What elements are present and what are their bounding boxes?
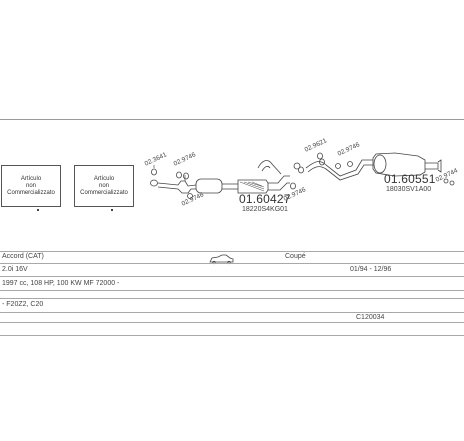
box-line-1: Artículo <box>20 175 42 182</box>
hanger-ring <box>347 161 353 167</box>
hanger-ring <box>319 158 325 166</box>
model-text: Accord (CAT) <box>2 253 44 260</box>
rear-muffler-code: 18030SV1A00 <box>386 186 432 193</box>
cat-converter <box>195 178 223 194</box>
engine-code-text: - F20Z2, C20 <box>2 301 44 308</box>
rear-muffler <box>372 152 426 177</box>
flex-hatch <box>239 181 265 192</box>
kit-code-text: C120034 <box>356 314 385 321</box>
diagram-frame <box>0 119 464 338</box>
gasket-ring <box>150 179 158 187</box>
box-line-2: non <box>25 182 36 189</box>
rear-muffler-number: 01.60551 <box>384 172 436 186</box>
box-line-1: Artículo <box>93 175 115 182</box>
hanger-ring <box>443 178 449 184</box>
tail-tip <box>437 159 442 173</box>
table-row-line <box>0 251 464 252</box>
front-pipe-mid <box>222 183 238 190</box>
pipe-hanger <box>261 165 271 172</box>
not-available-box: Artículo non Commercializzato <box>74 165 134 207</box>
box-dot <box>37 209 39 211</box>
gasket-ring <box>290 182 296 190</box>
table-row-line <box>0 312 464 313</box>
box-dot <box>111 209 113 211</box>
hanger-ring <box>317 152 323 160</box>
box-line-3: Commercializzato <box>80 189 128 196</box>
box-line-2: non <box>98 182 109 189</box>
table-row-line <box>0 290 464 291</box>
gasket-ring <box>151 168 157 176</box>
table-row-line <box>0 263 464 264</box>
not-available-box: Artículo non Commercializzato <box>1 165 61 207</box>
engine-text: 2.0i 16V <box>2 266 28 273</box>
pipe-bend <box>268 175 290 191</box>
rubber-mount <box>293 162 301 170</box>
front-pipe <box>157 186 196 194</box>
hanger-ring <box>449 180 455 186</box>
front-pipe-number: 01.60427 <box>239 192 291 206</box>
table-row-line <box>0 322 464 323</box>
clamp-ring <box>176 171 182 179</box>
tail-pipe <box>425 162 439 170</box>
engine-spec-text: 1997 cc, 108 HP, 100 KW MF 72000 - <box>2 280 120 287</box>
table-row-line <box>0 335 464 336</box>
muffler-end <box>373 154 387 174</box>
clamp-ring <box>183 172 189 180</box>
body-type-text: Coupé <box>285 253 306 260</box>
pipe-hanger <box>257 160 282 175</box>
hanger-ring <box>335 163 341 169</box>
box-line-3: Commercializzato <box>7 189 55 196</box>
date-range-text: 01/94 - 12/96 <box>350 266 392 273</box>
front-pipe-code: 18220S4KG01 <box>242 206 288 213</box>
bolt-part <box>187 193 193 199</box>
front-pipe <box>157 180 197 187</box>
rubber-mount <box>298 166 304 174</box>
table-row-line <box>0 298 464 299</box>
table-row-line <box>0 276 464 277</box>
